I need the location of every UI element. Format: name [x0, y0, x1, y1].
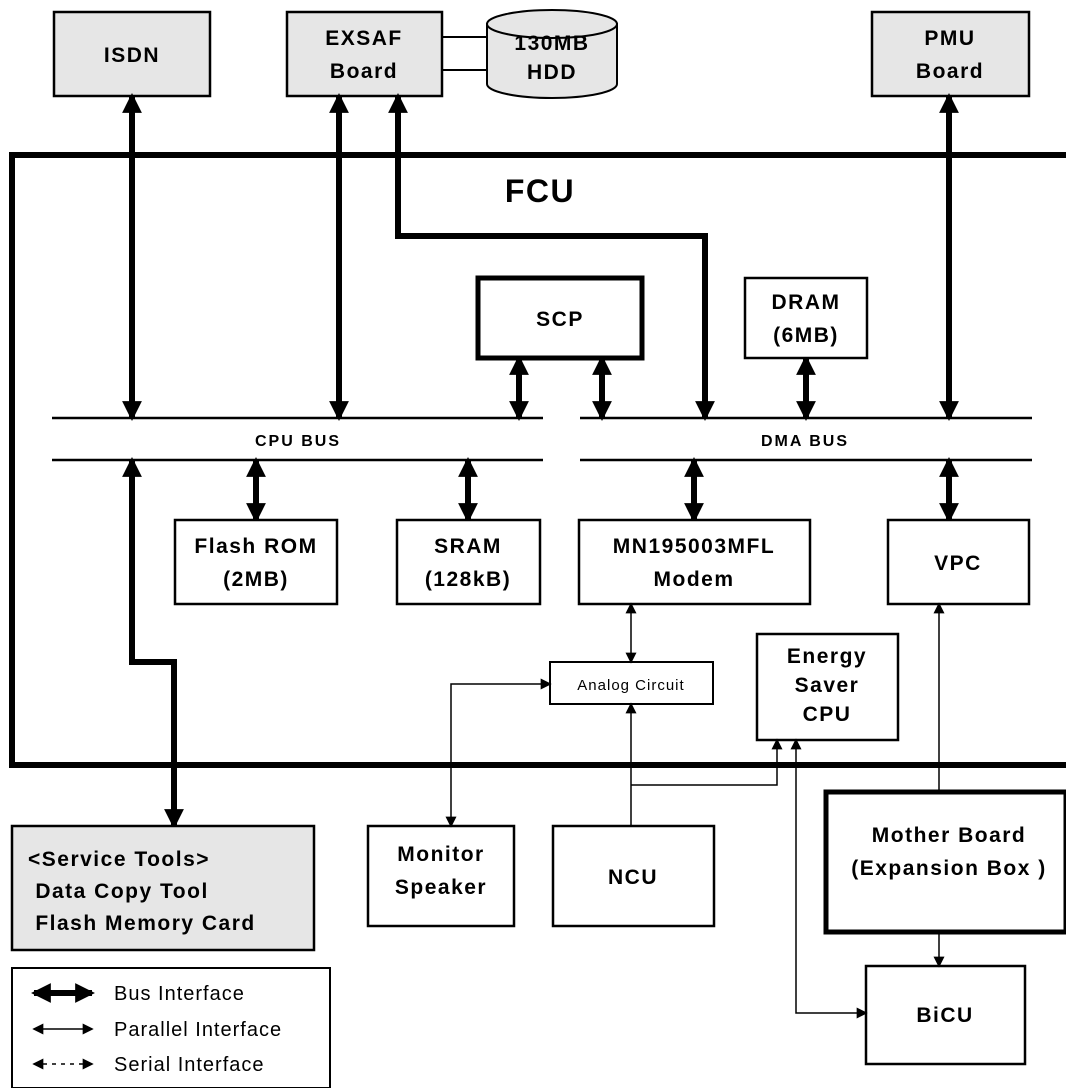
bicu-box: BiCU [864, 964, 1027, 1066]
monitor-speaker-box: Monitor Speaker [366, 824, 516, 928]
service-tools-line1: <Service Tools> [28, 848, 210, 871]
hdd-label-line1: 130MB [514, 32, 589, 55]
exsaf-board-box: EXSAF Board [285, 10, 444, 98]
sram-box: SRAM (128kB) [395, 518, 542, 606]
service-tools-line2: Data Copy Tool [28, 880, 209, 903]
ncu-energy-saver-link [631, 738, 783, 786]
scp-label: SCP [536, 308, 584, 331]
modem-label-line2: Modem [654, 568, 735, 591]
speaker-analog-link [445, 678, 552, 828]
hdd-cylinder: 130MB HDD [486, 9, 618, 99]
energy-saver-label-line1: Energy [787, 645, 867, 668]
service-tools-line3: Flash Memory Card [28, 912, 256, 935]
sram-label-line1: SRAM [434, 535, 502, 558]
exsaf-hdd-connector [442, 36, 487, 71]
analog-circuit-label: Analog Circuit [577, 677, 684, 694]
flash-rom-box: Flash ROM (2MB) [173, 518, 339, 606]
dram-box: DRAM (6MB) [743, 276, 869, 360]
flash-rom-label-line2: (2MB) [223, 568, 289, 591]
mother-board-box: Mother Board (Expansion Box ) [823, 789, 1066, 935]
pmu-label-line2: Board [916, 60, 984, 83]
cpu-bus-label: CPU BUS [255, 433, 341, 450]
monitor-speaker-label-line1: Monitor [397, 843, 484, 866]
service-tools-cpu-bus-link [122, 457, 184, 829]
ncu-label: NCU [608, 866, 658, 889]
pmu-board-box: PMU Board [870, 10, 1031, 98]
legend: Bus Interface Parallel Interface Serial … [11, 967, 331, 1088]
mother-board-label-line1: Mother Board [872, 824, 1027, 847]
analog-circuit-box: Analog Circuit [549, 661, 714, 705]
exsaf-label-line2: Board [330, 60, 398, 83]
ncu-box: NCU [551, 824, 716, 928]
vpc-label: VPC [934, 552, 982, 575]
dram-label-line2: (6MB) [773, 324, 839, 347]
parallel-connections [445, 602, 945, 1019]
flash-rom-label-line1: Flash ROM [194, 535, 317, 558]
service-tools-box: <Service Tools> Data Copy Tool Flash Mem… [10, 824, 316, 952]
modem-label-line1: MN195003MFL [613, 535, 775, 558]
dma-bus-label: DMA BUS [761, 433, 849, 450]
vpc-box: VPC [886, 518, 1031, 606]
bicu-label: BiCU [916, 1004, 973, 1027]
energy-saver-cpu-box: Energy Saver CPU [755, 632, 900, 742]
modem-box: MN195003MFL Modem [577, 518, 812, 606]
sram-label-line2: (128kB) [425, 568, 511, 591]
bus-connections [122, 93, 959, 829]
fcu-title: FCU [505, 173, 575, 209]
dram-label-line1: DRAM [772, 291, 841, 314]
monitor-speaker-label-line2: Speaker [395, 876, 487, 899]
energy-saver-label-line3: CPU [803, 703, 852, 726]
bicu-energy-saver-link [790, 738, 868, 1019]
hdd-label-line2: HDD [527, 61, 577, 84]
legend-serial-label: Serial Interface [114, 1054, 265, 1076]
isdn-label: ISDN [104, 44, 160, 67]
exsaf-dma-bus-link [388, 93, 715, 421]
mother-board-label-line2: (Expansion Box ) [851, 857, 1047, 880]
isdn-box: ISDN [52, 10, 212, 98]
legend-bus-label: Bus Interface [114, 983, 245, 1005]
energy-saver-label-line2: Saver [795, 674, 860, 697]
pmu-label-line1: PMU [924, 27, 975, 50]
scp-box: SCP [475, 275, 645, 361]
legend-parallel-label: Parallel Interface [114, 1019, 282, 1041]
exsaf-label-line1: EXSAF [325, 27, 403, 50]
